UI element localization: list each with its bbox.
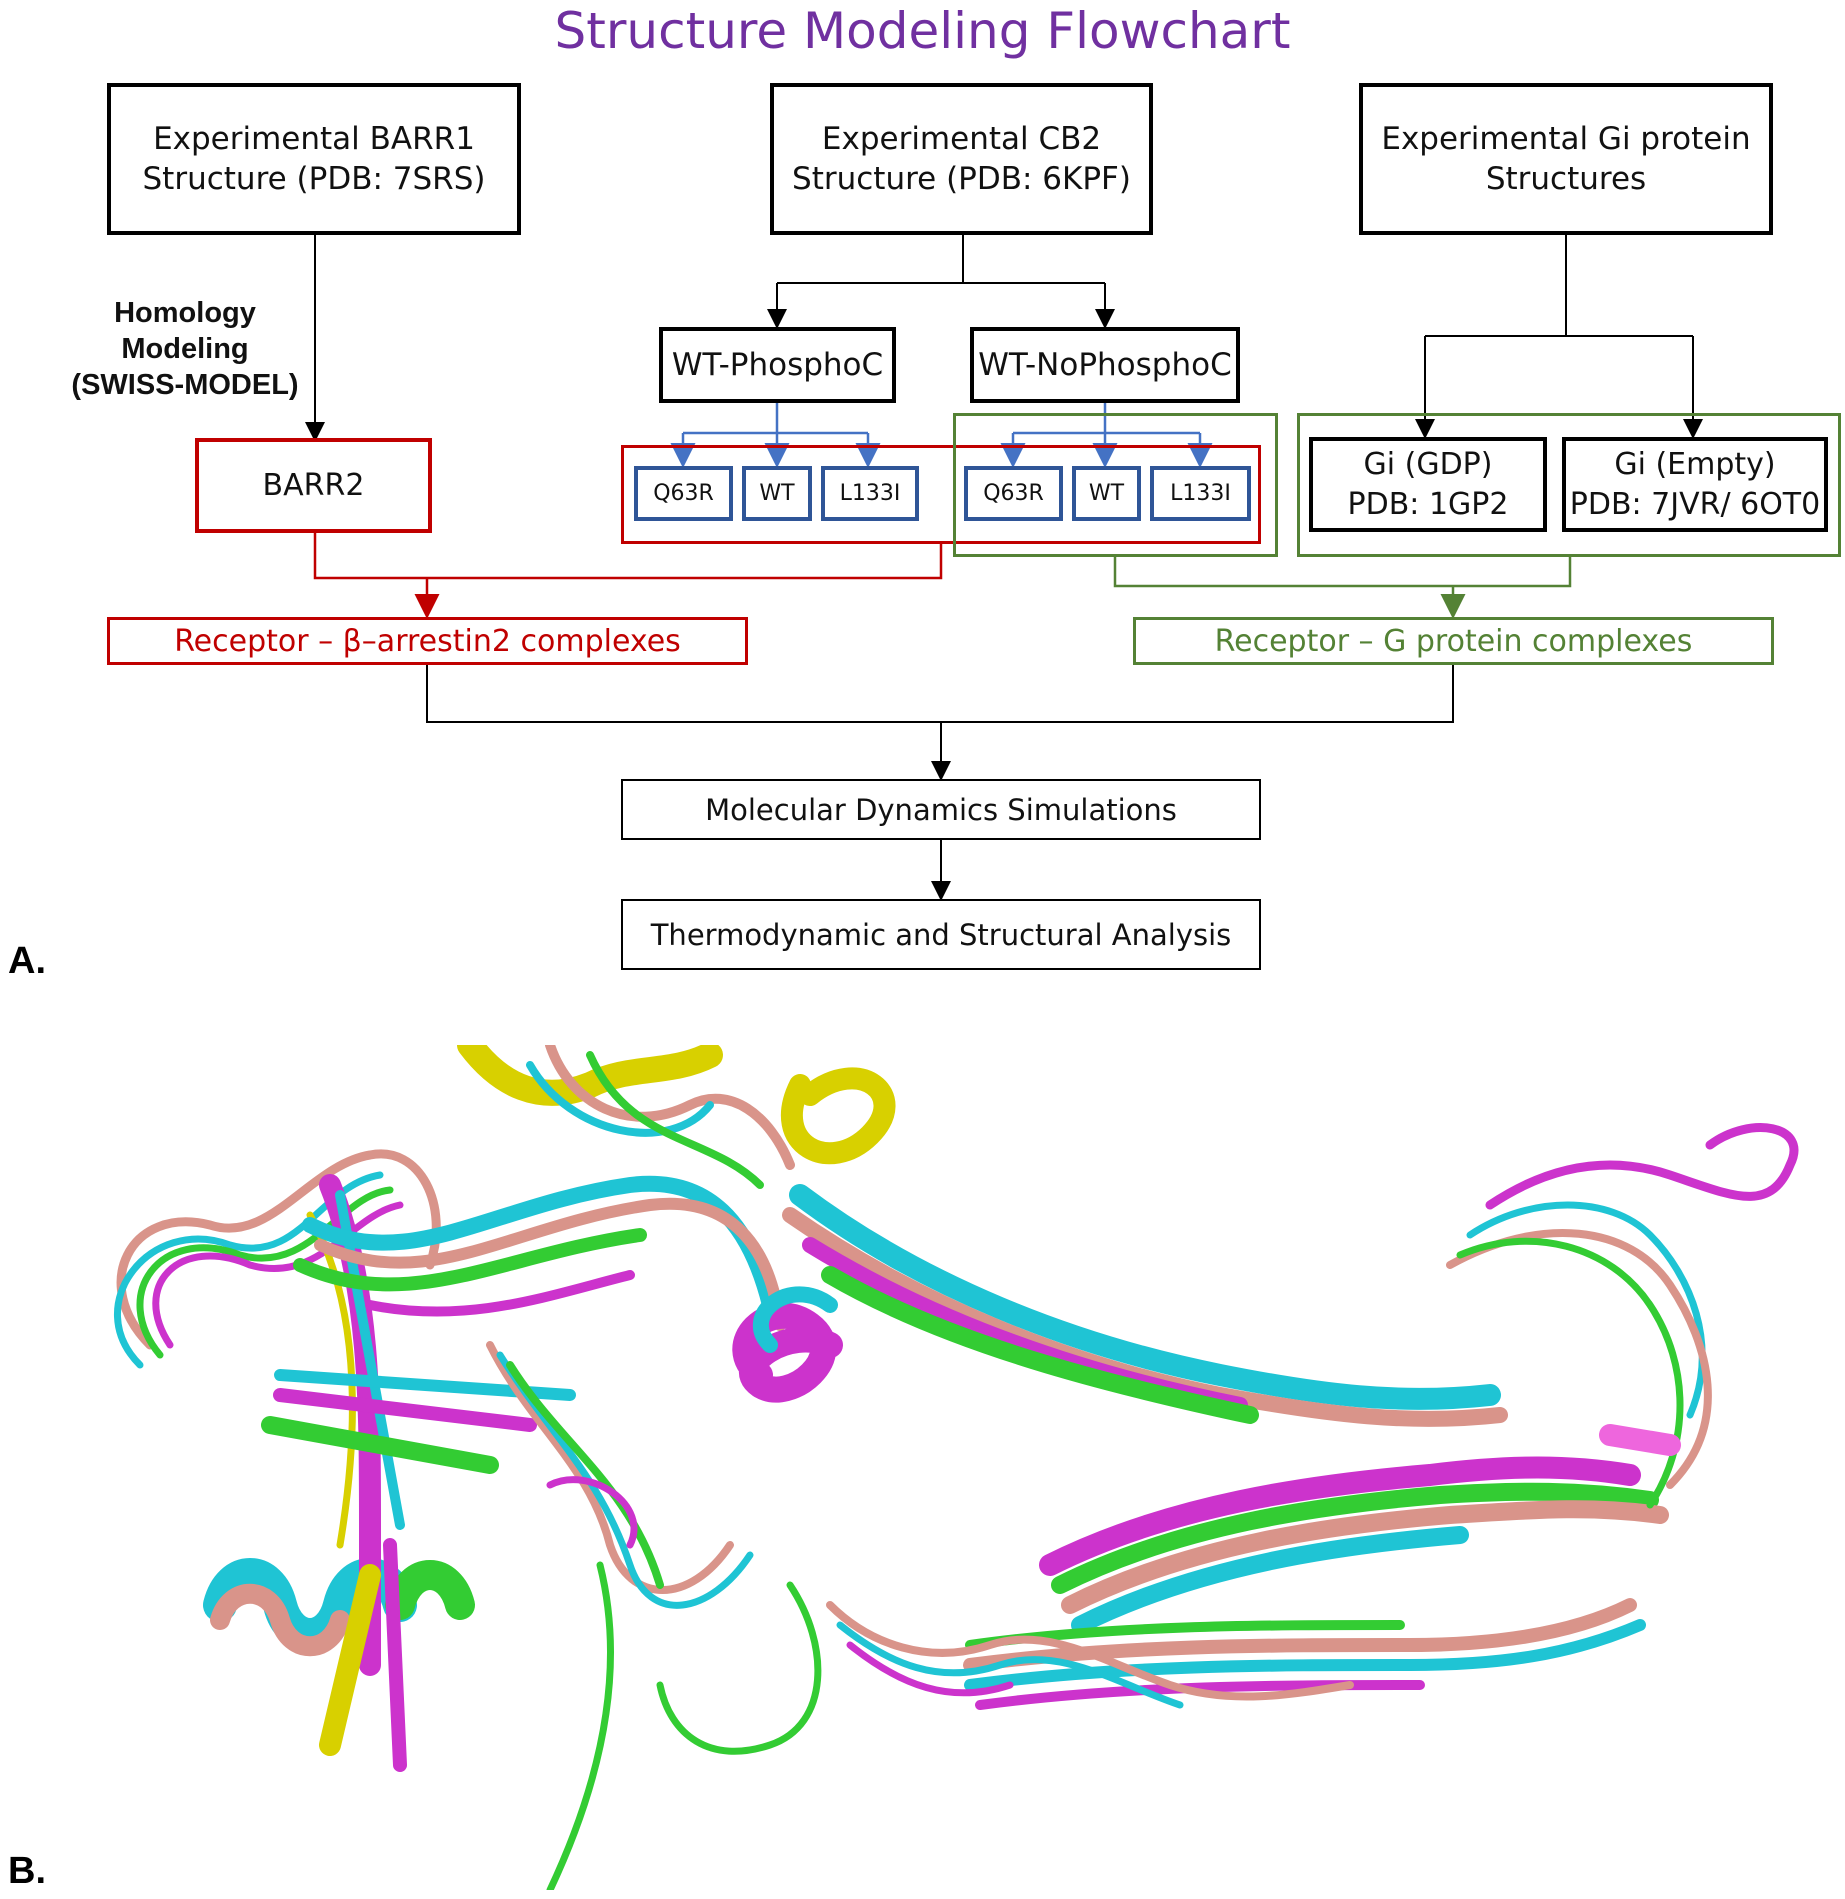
gi-empty-line2: PDB: 7JVR/ 6OT0 [1569,486,1821,522]
gi-gdp-line2: PDB: 1GP2 [1347,486,1509,522]
variant-label: Q63R [653,481,714,506]
barr2-box: BARR2 [195,438,432,533]
variant-label: Q63R [983,481,1044,506]
cb2-line1: Experimental CB2 [821,121,1102,157]
gi-structure-box: Experimental Gi protein Structures [1359,83,1773,235]
g-complexes-box: Receptor – G protein complexes [1133,617,1774,665]
wt-nophospho-box: WT-NoPhosphoC [970,327,1240,403]
variant-q63r-nophospho: Q63R [964,466,1063,521]
variant-q63r-phospho: Q63R [634,466,733,521]
barr1-structure-box: Experimental BARR1 Structure (PDB: 7SRS) [107,83,521,235]
variant-label: L133I [1170,481,1231,506]
cb2-line2: Structure (PDB: 6KPF) [792,161,1131,197]
gi-exp-line1: Experimental Gi protein [1381,121,1751,157]
wt-phospho-label: WT-PhosphoC [671,347,884,383]
homology-line3: (SWISS-MODEL) [71,369,299,401]
homology-modeling-label: Homology Modeling (SWISS-MODEL) [40,295,330,403]
panel-label-b: B. [8,1850,46,1892]
barr1-line2: Structure (PDB: 7SRS) [142,161,486,197]
protein-structure-overlay [114,1045,1799,1890]
g-group-outline-gi [1297,413,1841,557]
wt-phospho-box: WT-PhosphoC [659,327,896,403]
panel-label-a: A. [8,940,46,982]
wt-nophospho-label: WT-NoPhosphoC [978,347,1232,383]
analysis-box: Thermodynamic and Structural Analysis [621,899,1261,970]
gi-empty-box: Gi (Empty) PDB: 7JVR/ 6OT0 [1562,437,1828,532]
homology-line1: Homology [114,297,256,329]
gi-gdp-box: Gi (GDP) PDB: 1GP2 [1309,437,1547,532]
flowchart-connectors [305,235,1703,901]
md-label: Molecular Dynamics Simulations [705,792,1177,827]
variant-label: L133I [839,481,901,506]
gi-exp-line2: Structures [1485,161,1647,197]
gi-gdp-line1: Gi (GDP) [1363,446,1493,482]
homology-line2: Modeling [121,333,249,365]
flowchart-title: Structure Modeling Flowchart [554,2,1291,60]
barr-complexes-label: Receptor – β–arrestin2 complexes [174,623,681,659]
barr2-label: BARR2 [262,468,365,503]
variant-label: WT [1088,481,1125,506]
variant-wt-phospho: WT [742,466,812,521]
g-group-outline-variants [953,413,1278,557]
barr-group-outline [621,445,1261,544]
variant-wt-nophospho: WT [1072,466,1141,521]
barr1-line1: Experimental BARR1 [153,121,475,157]
variant-label: WT [759,481,795,506]
analysis-label: Thermodynamic and Structural Analysis [650,917,1232,952]
barr-complexes-box: Receptor – β–arrestin2 complexes [107,617,748,665]
cb2-structure-box: Experimental CB2 Structure (PDB: 6KPF) [770,83,1153,235]
md-box: Molecular Dynamics Simulations [621,779,1261,840]
variant-l133i-nophospho: L133I [1150,466,1251,521]
variant-l133i-phospho: L133I [821,466,919,521]
gi-empty-line1: Gi (Empty) [1614,446,1776,482]
g-complexes-label: Receptor – G protein complexes [1214,623,1693,659]
